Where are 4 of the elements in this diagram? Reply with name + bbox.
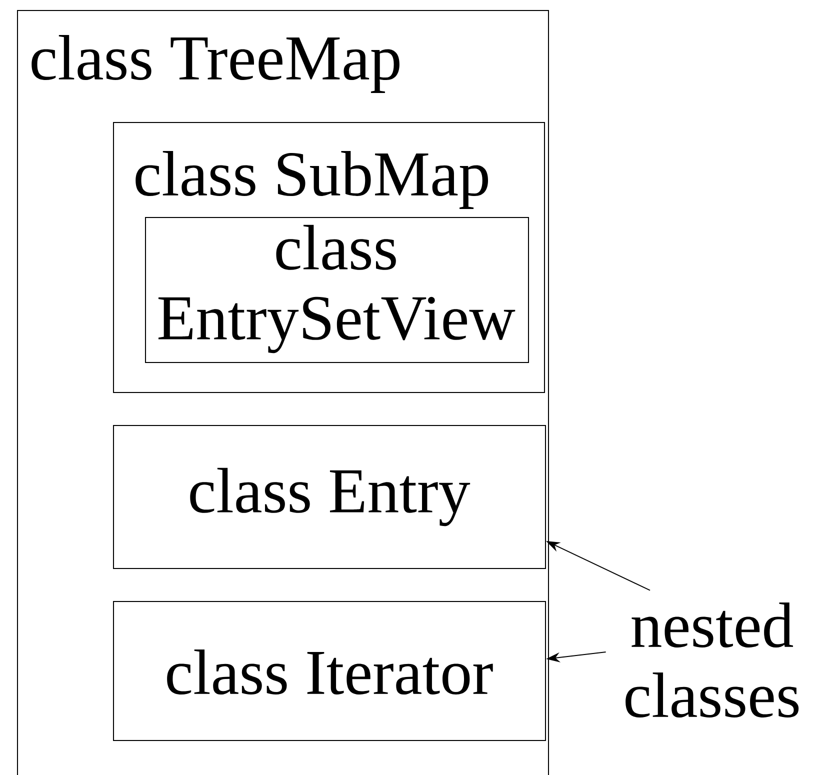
- annotation-text: nested classes: [626, 602, 799, 718]
- class-box: class Iterator: [113, 601, 546, 741]
- class-box: class EntrySetView: [145, 217, 529, 363]
- class-box: class Entry: [113, 425, 546, 569]
